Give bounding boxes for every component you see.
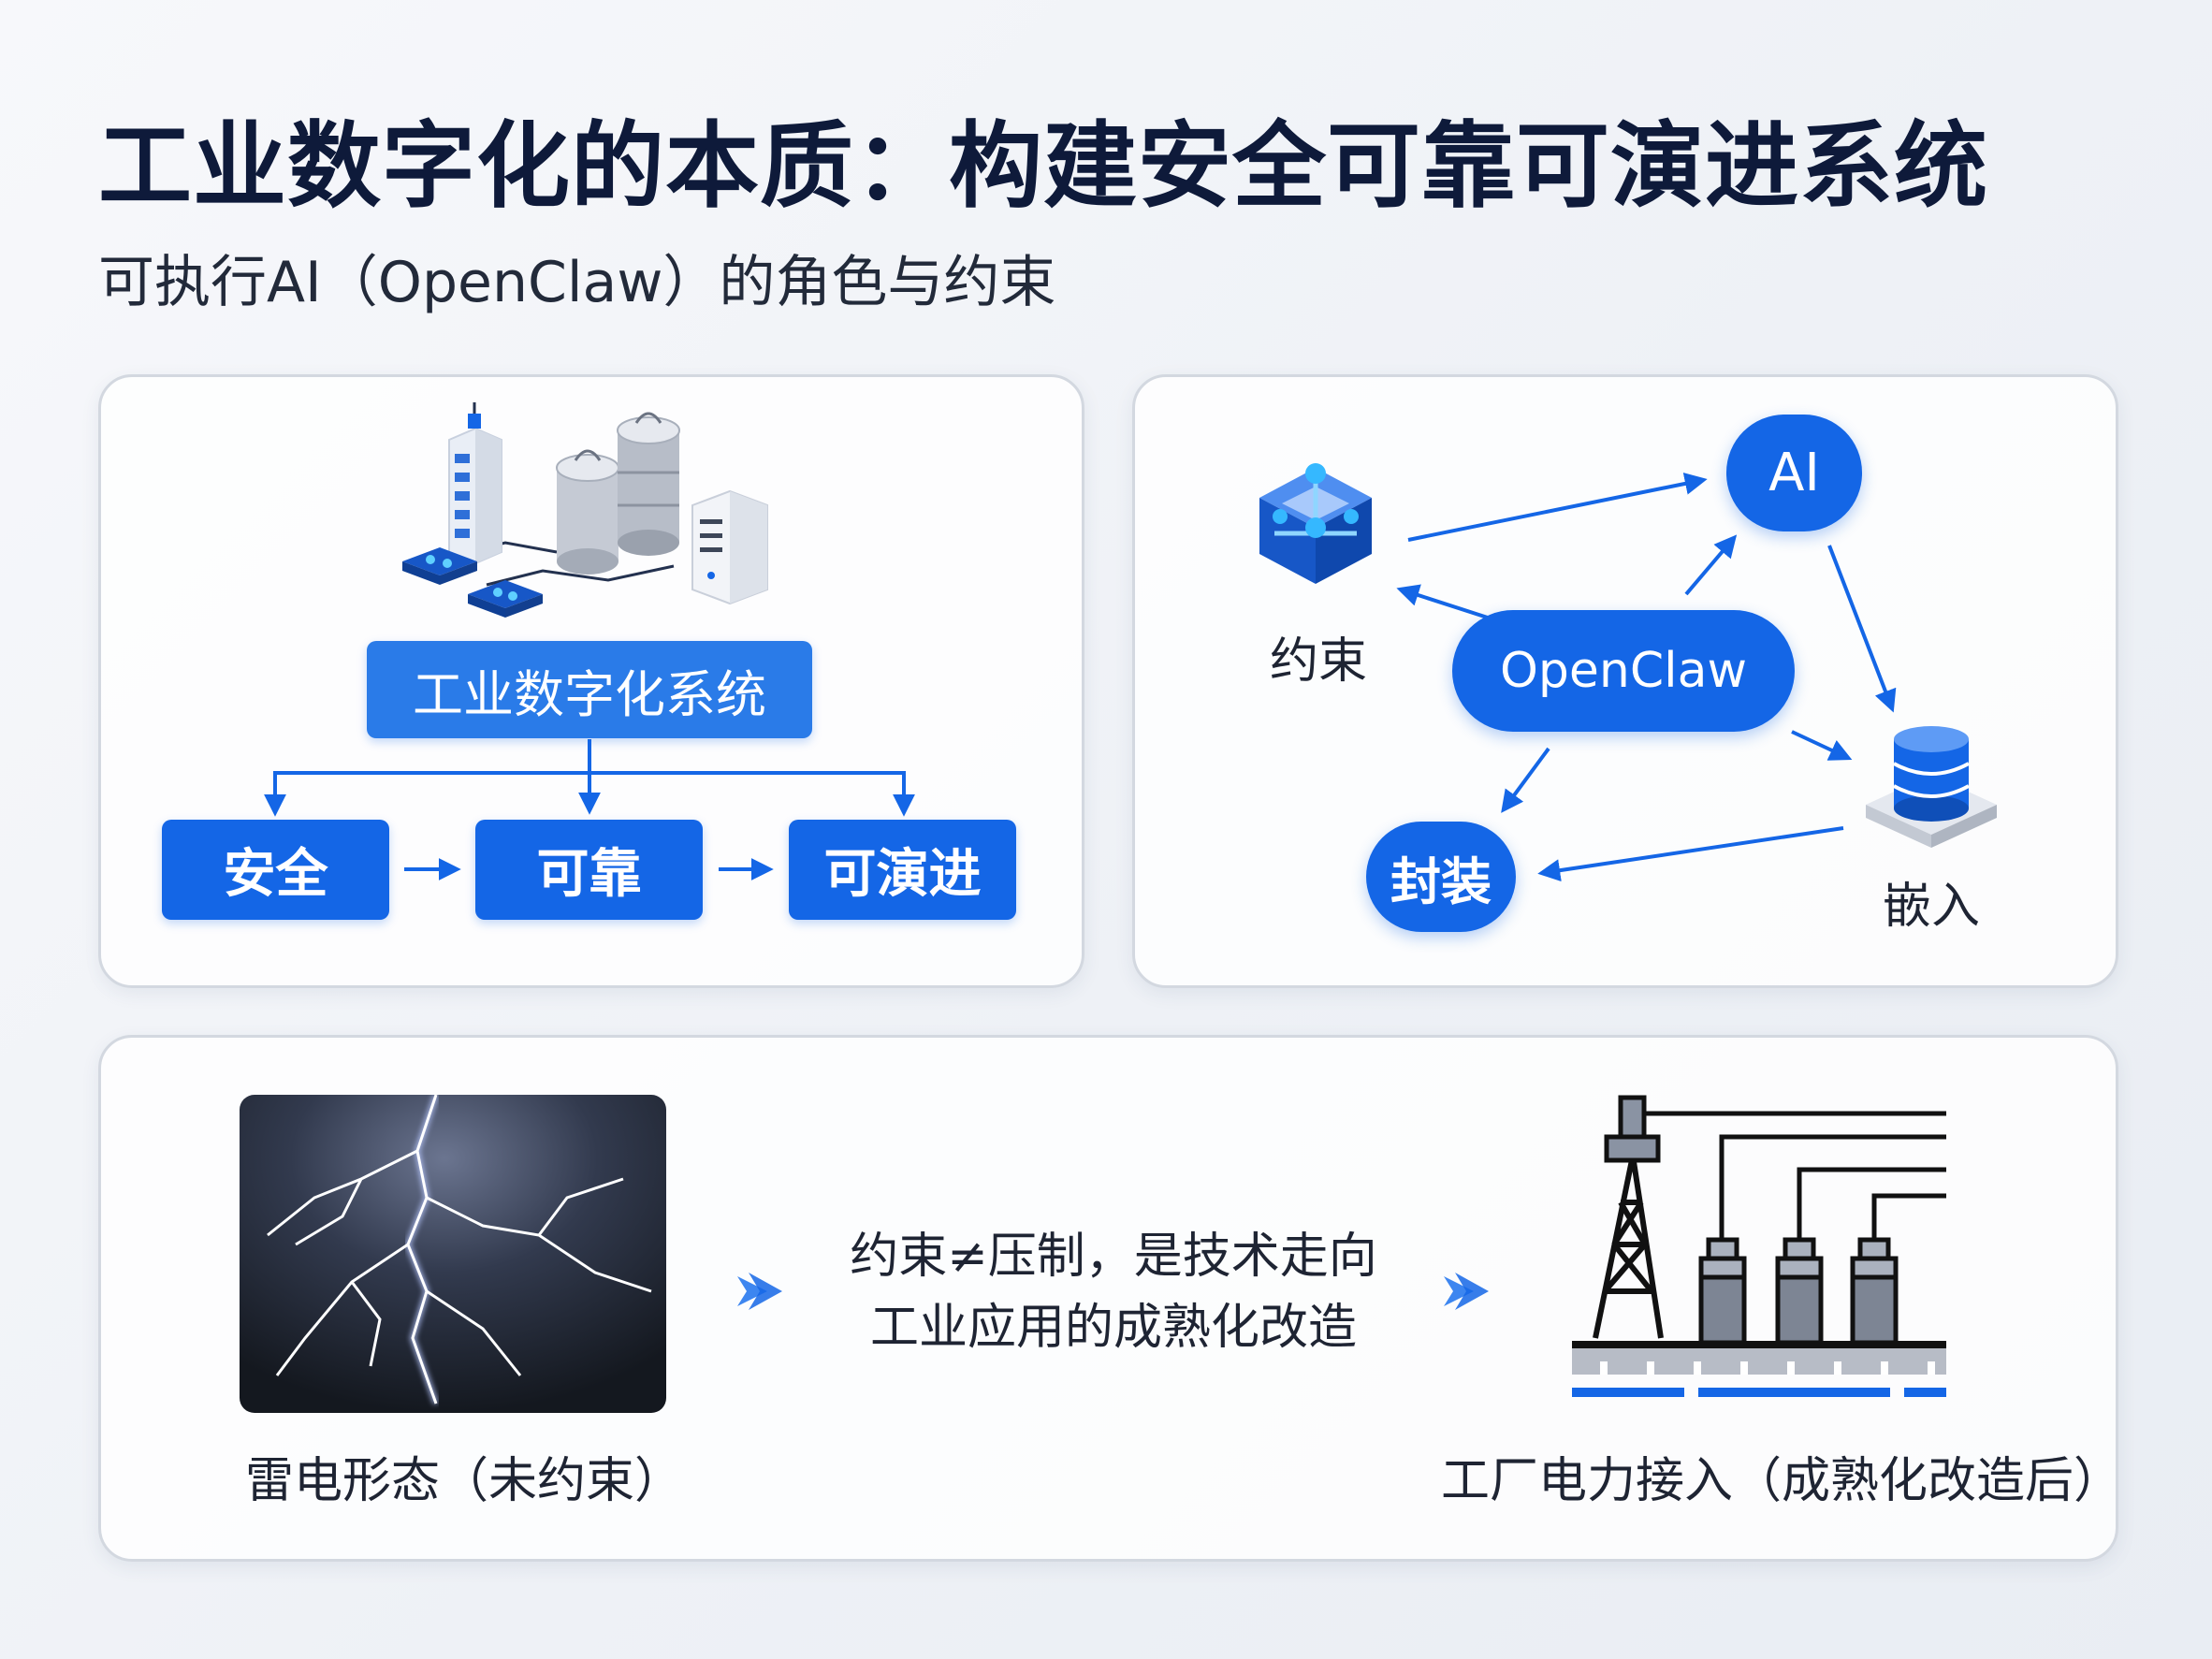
system-label-box: 工业数字化系统 xyxy=(367,641,812,738)
storage-tank-icon xyxy=(556,449,619,575)
page-title: 工业数字化的本质：构建安全可靠可演进系统 xyxy=(98,111,1988,221)
arrow-ai-to-embed xyxy=(1827,545,1897,713)
storage-tank-icon xyxy=(617,412,680,556)
transformer-icon xyxy=(1775,1237,1824,1346)
caption-lightning: 雷电形态（未约束） xyxy=(245,1453,684,1509)
arrow-openclaw-to-ai xyxy=(1684,534,1738,596)
arrow-openclaw-to-constraint xyxy=(1396,584,1494,621)
transformation-statement: 约束≠压制，是技术走向 工业应用的成熟化改造 xyxy=(814,1221,1413,1363)
database-icon xyxy=(1866,726,1997,848)
chip-module-icon xyxy=(468,580,543,618)
statement-line-2: 工业应用的成熟化改造 xyxy=(869,1300,1357,1356)
statement-line-1: 约束≠压制，是技术走向 xyxy=(850,1229,1377,1285)
constraint-cube-icon xyxy=(1259,463,1372,584)
node-constraint-label: 约束 xyxy=(1270,633,1368,690)
lightning-bolt-icon xyxy=(267,1095,652,1404)
platform-icon xyxy=(1572,1348,1946,1375)
box-safe: 安全 xyxy=(162,820,389,920)
node-embed-label: 嵌入 xyxy=(1883,879,1981,935)
transformer-icon xyxy=(1698,1237,1747,1346)
page-subtitle: 可执行AI（OpenClaw）的角色与约束 xyxy=(98,250,1056,315)
transformer-icon xyxy=(1850,1237,1899,1346)
blue-base-strip xyxy=(1572,1388,1946,1397)
power-tower-icon xyxy=(1593,1155,1664,1339)
arrow-embed-to-encapsulate xyxy=(1537,826,1844,882)
arrow-openclaw-to-embed xyxy=(1791,730,1853,761)
box-reliable: 可靠 xyxy=(475,820,703,920)
lightning-image xyxy=(240,1095,666,1413)
node-ai: AI xyxy=(1726,415,1862,531)
infrastructure-illustration xyxy=(402,402,768,618)
node-encapsulate: 封装 xyxy=(1366,822,1516,932)
arrow-constraint-to-ai xyxy=(1407,473,1708,542)
caption-factory: 工厂电力接入（成熟化改造后） xyxy=(1441,1453,2123,1509)
node-openclaw: OpenClaw xyxy=(1452,610,1795,732)
tower-top-icon xyxy=(1604,1134,1661,1163)
chip-module-icon xyxy=(402,547,477,585)
box-evolvable: 可演进 xyxy=(789,820,1016,920)
factory-power-illustration xyxy=(1572,1095,1946,1397)
arrow-openclaw-to-encapsulate xyxy=(1501,747,1550,813)
arrow-right-icon xyxy=(1444,1273,1489,1310)
tower-building-icon xyxy=(448,402,502,565)
power-lines-icon xyxy=(1637,1111,1946,1240)
server-icon xyxy=(691,489,768,605)
arrow-right-icon xyxy=(737,1273,782,1310)
